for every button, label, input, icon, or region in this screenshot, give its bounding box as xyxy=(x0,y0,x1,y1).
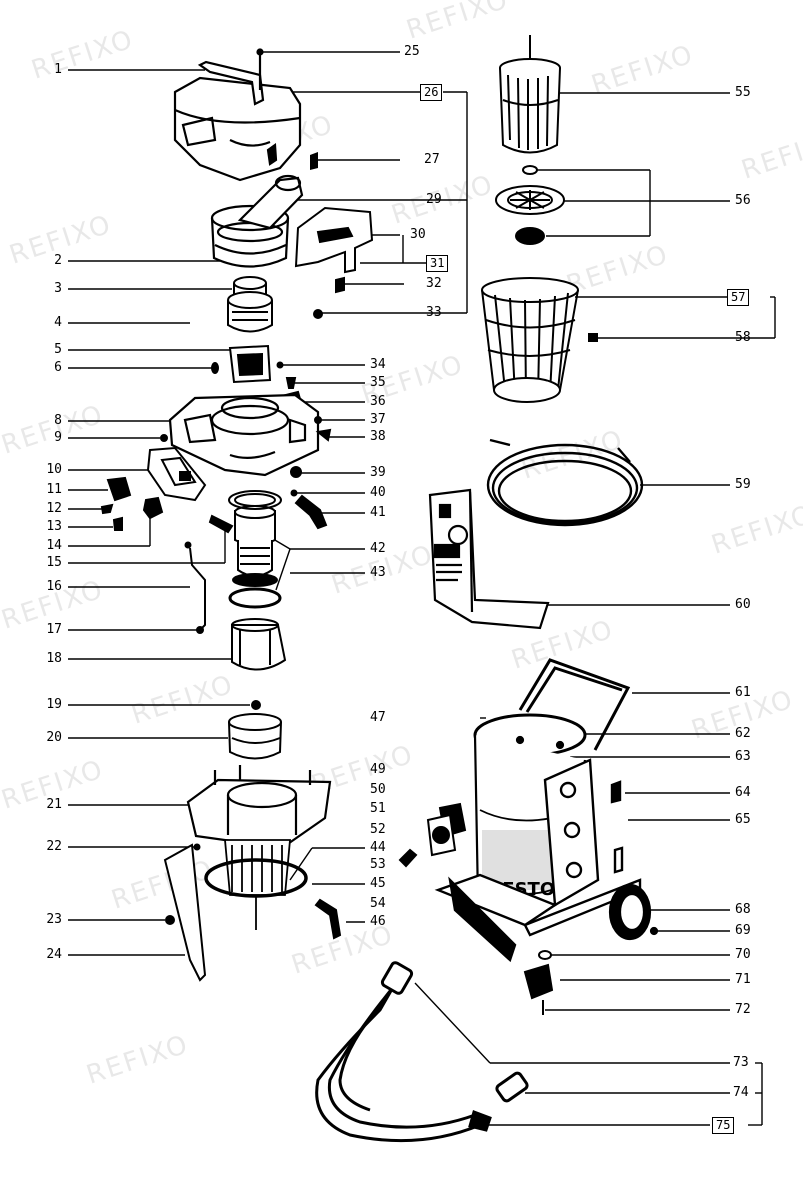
part-label-29: 29 xyxy=(426,192,442,207)
part-label-9: 9 xyxy=(54,430,62,445)
part-label-68: 68 xyxy=(735,902,751,917)
part-label-35: 35 xyxy=(370,375,386,390)
part-label-59: 59 xyxy=(735,477,751,492)
part-label-8: 8 xyxy=(54,413,62,428)
part-label-16: 16 xyxy=(46,579,62,594)
switch-plate xyxy=(146,446,207,502)
part-label-49: 49 xyxy=(370,762,386,777)
part-label-12: 12 xyxy=(46,501,62,516)
part-label-13: 13 xyxy=(46,519,62,534)
trolley-frame xyxy=(434,758,642,963)
leader-lines-left xyxy=(68,69,250,956)
part-label-43: 43 xyxy=(370,565,386,580)
part-label-58: 58 xyxy=(735,330,751,345)
part-label-74: 74 xyxy=(733,1085,749,1100)
part-label-33: 33 xyxy=(426,305,442,320)
part-label-24: 24 xyxy=(46,947,62,962)
part-label-3: 3 xyxy=(54,281,62,296)
part-label-52: 52 xyxy=(370,822,386,837)
part-label-47: 47 xyxy=(370,710,386,725)
part-label-55: 55 xyxy=(735,85,751,100)
group-label-57: 57 xyxy=(727,289,750,306)
filter-basket xyxy=(481,277,579,403)
part-label-39: 39 xyxy=(370,465,386,480)
part-label-50: 50 xyxy=(370,782,386,797)
motor-cover xyxy=(210,174,304,268)
instruction-board xyxy=(428,488,550,630)
part-label-20: 20 xyxy=(46,730,62,745)
part-label-61: 61 xyxy=(735,685,751,700)
part-label-56: 56 xyxy=(735,193,751,208)
coiled-cable xyxy=(486,438,644,527)
adapter-cylinders xyxy=(227,276,273,333)
group-label-75: 75 xyxy=(712,1117,735,1134)
part-label-34: 34 xyxy=(370,357,386,372)
part-label-72: 72 xyxy=(735,1002,751,1017)
part-label-71: 71 xyxy=(735,972,751,987)
part-label-69: 69 xyxy=(735,923,751,938)
switch xyxy=(106,476,132,502)
motor-housing xyxy=(168,393,320,477)
part-label-32: 32 xyxy=(426,276,442,291)
part-label-5: 5 xyxy=(54,342,62,357)
filter-cartridge xyxy=(499,35,561,154)
fan-cover xyxy=(231,618,287,671)
part-label-73: 73 xyxy=(733,1055,749,1070)
part-label-21: 21 xyxy=(46,797,62,812)
part-label-19: 19 xyxy=(46,697,62,712)
part-label-23: 23 xyxy=(46,912,62,927)
wheel xyxy=(608,883,659,941)
part-label-27: 27 xyxy=(424,152,440,167)
part-label-63: 63 xyxy=(735,749,751,764)
part-label-30: 30 xyxy=(410,227,426,242)
part-label-25: 25 xyxy=(404,44,420,59)
part-label-60: 60 xyxy=(735,597,751,612)
part-label-36: 36 xyxy=(370,394,386,409)
part-label-40: 40 xyxy=(370,485,386,500)
part-label-44: 44 xyxy=(370,840,386,855)
part-label-65: 65 xyxy=(735,812,751,827)
part-label-41: 41 xyxy=(370,505,386,520)
part-label-15: 15 xyxy=(46,555,62,570)
valve-parts xyxy=(495,165,565,245)
part-label-14: 14 xyxy=(46,538,62,553)
group-label-31: 31 xyxy=(426,255,449,272)
clip xyxy=(310,152,318,170)
group-label-26: 26 xyxy=(420,84,443,101)
nut xyxy=(313,309,323,319)
part-label-38: 38 xyxy=(370,429,386,444)
part-label-45: 45 xyxy=(370,876,386,891)
part-label-1: 1 xyxy=(54,62,62,77)
part-label-2: 2 xyxy=(54,253,62,268)
ring-housing xyxy=(228,713,282,760)
suction-hose xyxy=(315,961,529,1143)
part-label-4: 4 xyxy=(54,315,62,330)
part-label-18: 18 xyxy=(46,651,62,666)
part-label-17: 17 xyxy=(46,622,62,637)
part-label-46: 46 xyxy=(370,914,386,929)
part-label-70: 70 xyxy=(735,947,751,962)
top-cover xyxy=(173,48,302,182)
part-label-11: 11 xyxy=(46,482,62,497)
part-label-22: 22 xyxy=(46,839,62,854)
motor-assembly xyxy=(228,490,282,609)
part-label-51: 51 xyxy=(370,801,386,816)
part-label-42: 42 xyxy=(370,541,386,556)
part-label-6: 6 xyxy=(54,360,62,375)
part-label-62: 62 xyxy=(735,726,751,741)
filter-cage xyxy=(204,839,308,930)
leader-lines-right xyxy=(257,51,776,1126)
handle-frame xyxy=(518,658,631,751)
part-label-37: 37 xyxy=(370,412,386,427)
bracket xyxy=(294,206,374,294)
small-bracket xyxy=(211,344,272,384)
base-plate xyxy=(186,765,332,850)
part-label-64: 64 xyxy=(735,785,751,800)
side-panel xyxy=(163,843,207,982)
part-label-10: 10 xyxy=(46,462,62,477)
part-label-54: 54 xyxy=(370,896,386,911)
part-label-53: 53 xyxy=(370,857,386,872)
